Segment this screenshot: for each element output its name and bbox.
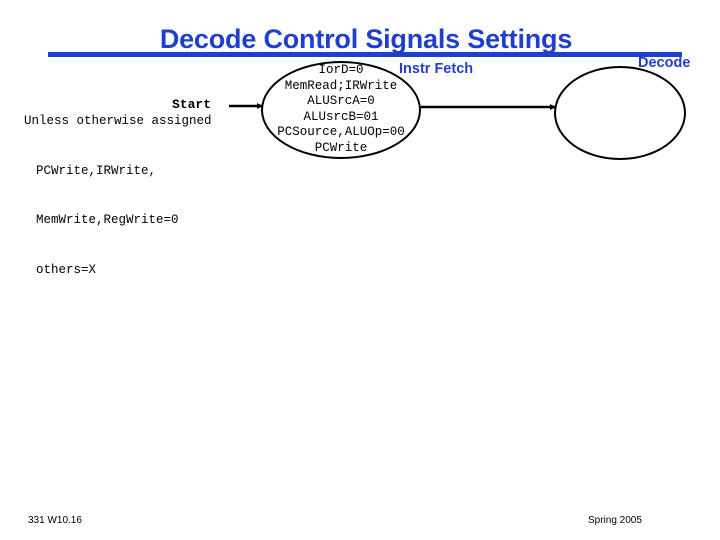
state-signals-instr-fetch: IorD=0 MemRead;IRWrite ALUSrcA=0 ALUsrcB… bbox=[277, 63, 405, 155]
note-line-1: Unless otherwise assigned bbox=[24, 114, 212, 128]
note-line-2: PCWrite,IRWrite, bbox=[36, 163, 157, 178]
start-label: Start bbox=[172, 97, 212, 112]
assumptions-note: Unless otherwise assigned PCWrite,IRWrit… bbox=[24, 80, 212, 311]
state-node-instr-fetch[interactable] bbox=[261, 61, 421, 159]
footer-right-text: Spring 2005 bbox=[588, 515, 642, 526]
state-node-decode[interactable] bbox=[554, 66, 686, 160]
page-title: Decode Control Signals Settings bbox=[159, 24, 573, 54]
state-label-decode: Decode bbox=[638, 55, 691, 71]
note-line-4: others=X bbox=[36, 262, 97, 277]
footer-left-text: 331 W10.16 bbox=[28, 515, 82, 526]
title-underline-rule bbox=[48, 52, 682, 57]
note-line-3: MemWrite,RegWrite=0 bbox=[36, 213, 179, 227]
state-label-instr-fetch: Instr Fetch bbox=[399, 61, 474, 77]
